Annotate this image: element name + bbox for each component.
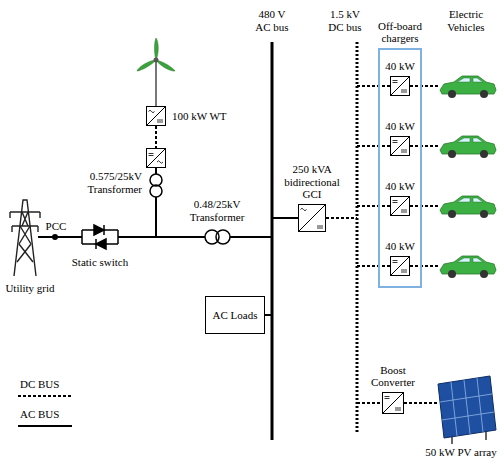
dc-stubs	[156, 86, 440, 403]
box-heading: 250 kVA bidirectional GCI	[277, 163, 347, 201]
converter-symbol	[390, 136, 410, 156]
converter-symbol	[147, 149, 166, 168]
box-heading: Boost Converter	[365, 364, 421, 389]
dc-mark	[393, 141, 398, 143]
ac-bus	[271, 42, 274, 440]
converter-symbol	[382, 392, 404, 414]
box-heading: 40 kW	[380, 60, 420, 73]
dc-mark	[401, 150, 407, 152]
converter-diagonal	[391, 137, 410, 156]
car-icon	[440, 256, 496, 278]
transformer-symbol	[150, 174, 162, 197]
legend-sample	[18, 395, 72, 397]
legend-sample	[18, 425, 72, 427]
charger-box: 40 kW	[390, 76, 410, 96]
legend-text: AC BUS	[20, 408, 59, 421]
converter-box: Boost Converter	[382, 392, 404, 414]
car-icon	[440, 196, 496, 218]
legend-text: DC BUS	[20, 378, 59, 391]
dc-mark	[395, 408, 401, 410]
ac-mark	[301, 208, 307, 211]
ac-wires	[38, 168, 298, 315]
converter-outline	[299, 205, 326, 232]
converter-diagonal	[147, 107, 166, 126]
dc-mark	[317, 226, 323, 228]
converter-outline	[391, 77, 410, 96]
wind-turbine	[136, 38, 176, 106]
box-label: AC Loads	[213, 309, 258, 322]
converter-symbol	[146, 106, 166, 126]
dc-mark	[393, 201, 398, 203]
dc-mark	[157, 120, 163, 122]
converter-box: 100 kW WT	[146, 106, 166, 126]
bus-label: 1.5 kV DC bus	[325, 8, 365, 33]
charger-box: 40 kW	[390, 256, 410, 276]
dc-mark	[393, 81, 398, 83]
box-heading: 40 kW	[380, 180, 420, 193]
ac-mark	[149, 110, 155, 113]
legend-item: AC BUS	[20, 408, 59, 421]
dc-mark	[385, 397, 390, 399]
converter-outline	[391, 137, 410, 156]
group-label: Electric Vehicles	[437, 8, 495, 33]
component-label: Utility grid	[2, 282, 58, 295]
box-heading: 40 kW	[380, 120, 420, 133]
converter-outline	[383, 393, 404, 414]
dc-mark	[393, 261, 398, 263]
converter-symbol	[298, 204, 326, 232]
converter-symbol	[390, 196, 410, 216]
converter-outline	[391, 197, 410, 216]
charger-group: Off-board chargers40 kW40 kW40 kW40 kW	[378, 48, 422, 288]
box-heading: 40 kW	[380, 240, 420, 253]
component-label: 0.48/25kV Transformer	[182, 198, 252, 223]
transmission-tower	[10, 200, 40, 276]
charger-box: 40 kW	[390, 136, 410, 156]
converter-outline	[391, 257, 410, 276]
dc-mark	[401, 270, 407, 272]
point-label: PCC	[44, 220, 68, 233]
converter-diagonal	[391, 77, 410, 96]
converter-outline	[147, 107, 166, 126]
component-label: 50 kW PV array	[420, 446, 502, 459]
static-switch	[82, 225, 118, 249]
converter-diagonal	[391, 257, 410, 276]
pcc-dot	[52, 234, 58, 240]
converter-symbol	[390, 256, 410, 276]
box-heading: 100 kW WT	[172, 110, 227, 123]
converter-diagonal	[383, 393, 404, 414]
converter-diagonal	[299, 205, 326, 232]
component-label: 0.575/25kV Transformer	[64, 170, 142, 195]
pv-array	[438, 376, 496, 444]
bus-label: 480 V AC bus	[252, 8, 292, 33]
component-label: Static switch	[62, 256, 138, 269]
car-icon	[440, 136, 496, 158]
transformer-symbol	[205, 230, 230, 244]
charger-box: 40 kW	[390, 196, 410, 216]
converter-diagonal	[391, 197, 410, 216]
box-heading: Off-board chargers	[373, 20, 427, 45]
car-icon	[440, 76, 496, 98]
inverter-box: 250 kVA bidirectional GCI	[298, 204, 326, 232]
dc-mark	[401, 210, 407, 212]
load-box: AC Loads	[205, 296, 265, 334]
converter-symbol	[390, 76, 410, 96]
dc-mark	[401, 90, 407, 92]
dc-bus	[356, 42, 359, 432]
legend-item: DC BUS	[20, 378, 59, 391]
